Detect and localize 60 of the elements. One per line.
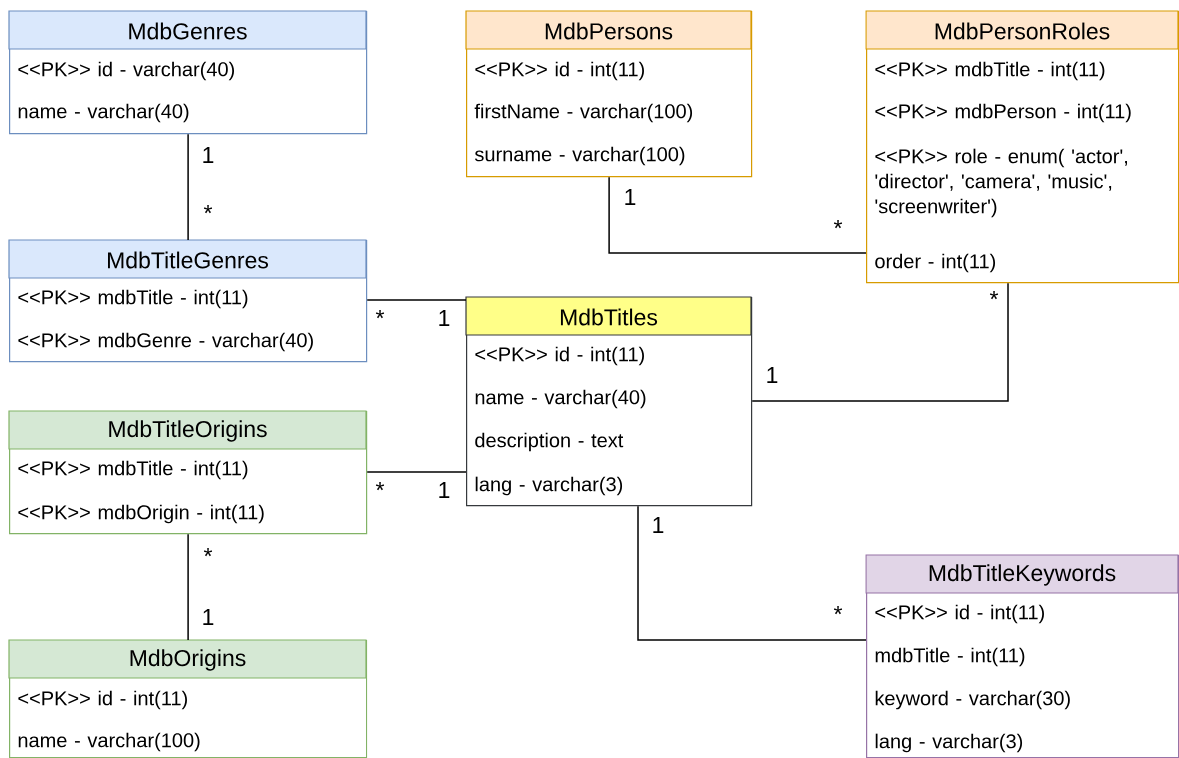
multiplicity-label: 1 bbox=[767, 367, 778, 383]
table-header: MdbOrigins bbox=[130, 649, 246, 671]
field-row: keyword - varchar(30) bbox=[875, 690, 1070, 710]
field-row: <<PK>> id - varchar(40) bbox=[18, 61, 234, 81]
field-row: lang - varchar(3) bbox=[475, 476, 623, 496]
multiplicity-label: 1 bbox=[203, 147, 214, 163]
table bbox=[865, 10, 1179, 284]
field-row: <<PK>> id - int(11) bbox=[475, 61, 644, 81]
table bbox=[8, 239, 368, 363]
field-row: <<PK>> mdbTitle - int(11) bbox=[18, 289, 248, 309]
table bbox=[8, 639, 368, 758]
connector-line bbox=[187, 133, 189, 241]
table bbox=[465, 296, 753, 507]
multiplicity-label: 1 bbox=[203, 609, 214, 625]
field-row: <<PK>> mdbTitle - int(11) bbox=[18, 460, 248, 480]
multiplicity-label: * bbox=[203, 205, 213, 214]
table bbox=[865, 554, 1179, 758]
field-row: lang - varchar(3) bbox=[875, 733, 1023, 753]
field-row: <<PK>> mdbGenre - varchar(40) bbox=[18, 332, 313, 352]
field-row: name - varchar(100) bbox=[18, 732, 200, 752]
multiplicity-label: * bbox=[989, 291, 999, 300]
table-header: MdbGenres bbox=[129, 22, 247, 40]
connector-line bbox=[751, 282, 1009, 402]
field-row: description - text bbox=[475, 432, 624, 452]
field-row: <<PK>> id - int(11) bbox=[475, 346, 644, 366]
field-row: mdbTitle - int(11) bbox=[875, 647, 1025, 667]
connector-line bbox=[608, 176, 867, 254]
field-row: <<PK>> mdbPerson - int(11) bbox=[875, 103, 1131, 123]
multiplicity-label: * bbox=[833, 606, 843, 615]
field-row: <<PK>> mdbOrigin - int(11) bbox=[18, 504, 264, 524]
table-header: MdbTitles bbox=[560, 308, 658, 326]
multiplicity-label: * bbox=[203, 548, 213, 557]
table-header: MdbPersonRoles bbox=[935, 22, 1110, 40]
table-header: MdbTitleOrigins bbox=[109, 420, 267, 442]
multiplicity-label: 1 bbox=[439, 482, 450, 498]
connector-line bbox=[187, 533, 189, 641]
connector-line bbox=[366, 471, 467, 473]
table bbox=[8, 10, 368, 135]
field-row: name - varchar(40) bbox=[475, 389, 646, 409]
field-row: <<PK>> id - int(11) bbox=[18, 690, 187, 710]
field-row: name - varchar(40) bbox=[18, 103, 189, 123]
field-row: order - int(11) bbox=[875, 253, 996, 273]
field-row: <<PK>> mdbTitle - int(11) bbox=[875, 61, 1105, 81]
multiplicity-label: * bbox=[833, 220, 843, 229]
multiplicity-label: * bbox=[375, 482, 385, 491]
multiplicity-label: 1 bbox=[439, 310, 450, 326]
multiplicity-label: 1 bbox=[653, 517, 664, 533]
multiplicity-label: 1 bbox=[625, 189, 636, 205]
table bbox=[465, 10, 753, 178]
table bbox=[8, 410, 368, 535]
table-header: MdbTitleGenres bbox=[108, 251, 269, 269]
connector-line bbox=[637, 505, 867, 641]
table-header: MdbPersons bbox=[545, 22, 673, 40]
connector-line bbox=[366, 299, 467, 301]
field-row: surname - varchar(100) bbox=[474, 146, 685, 166]
multiplicity-label: * bbox=[375, 310, 385, 319]
field-row: firstName - varchar(100) bbox=[474, 103, 693, 123]
field-row: <<PK>> role - enum( 'actor', 'director', 'camera', 'music', 'screenwriter') bbox=[875, 148, 1127, 218]
table-header: MdbTitleKeywords bbox=[929, 564, 1116, 586]
field-row: <<PK>> id - int(11) bbox=[875, 604, 1044, 624]
